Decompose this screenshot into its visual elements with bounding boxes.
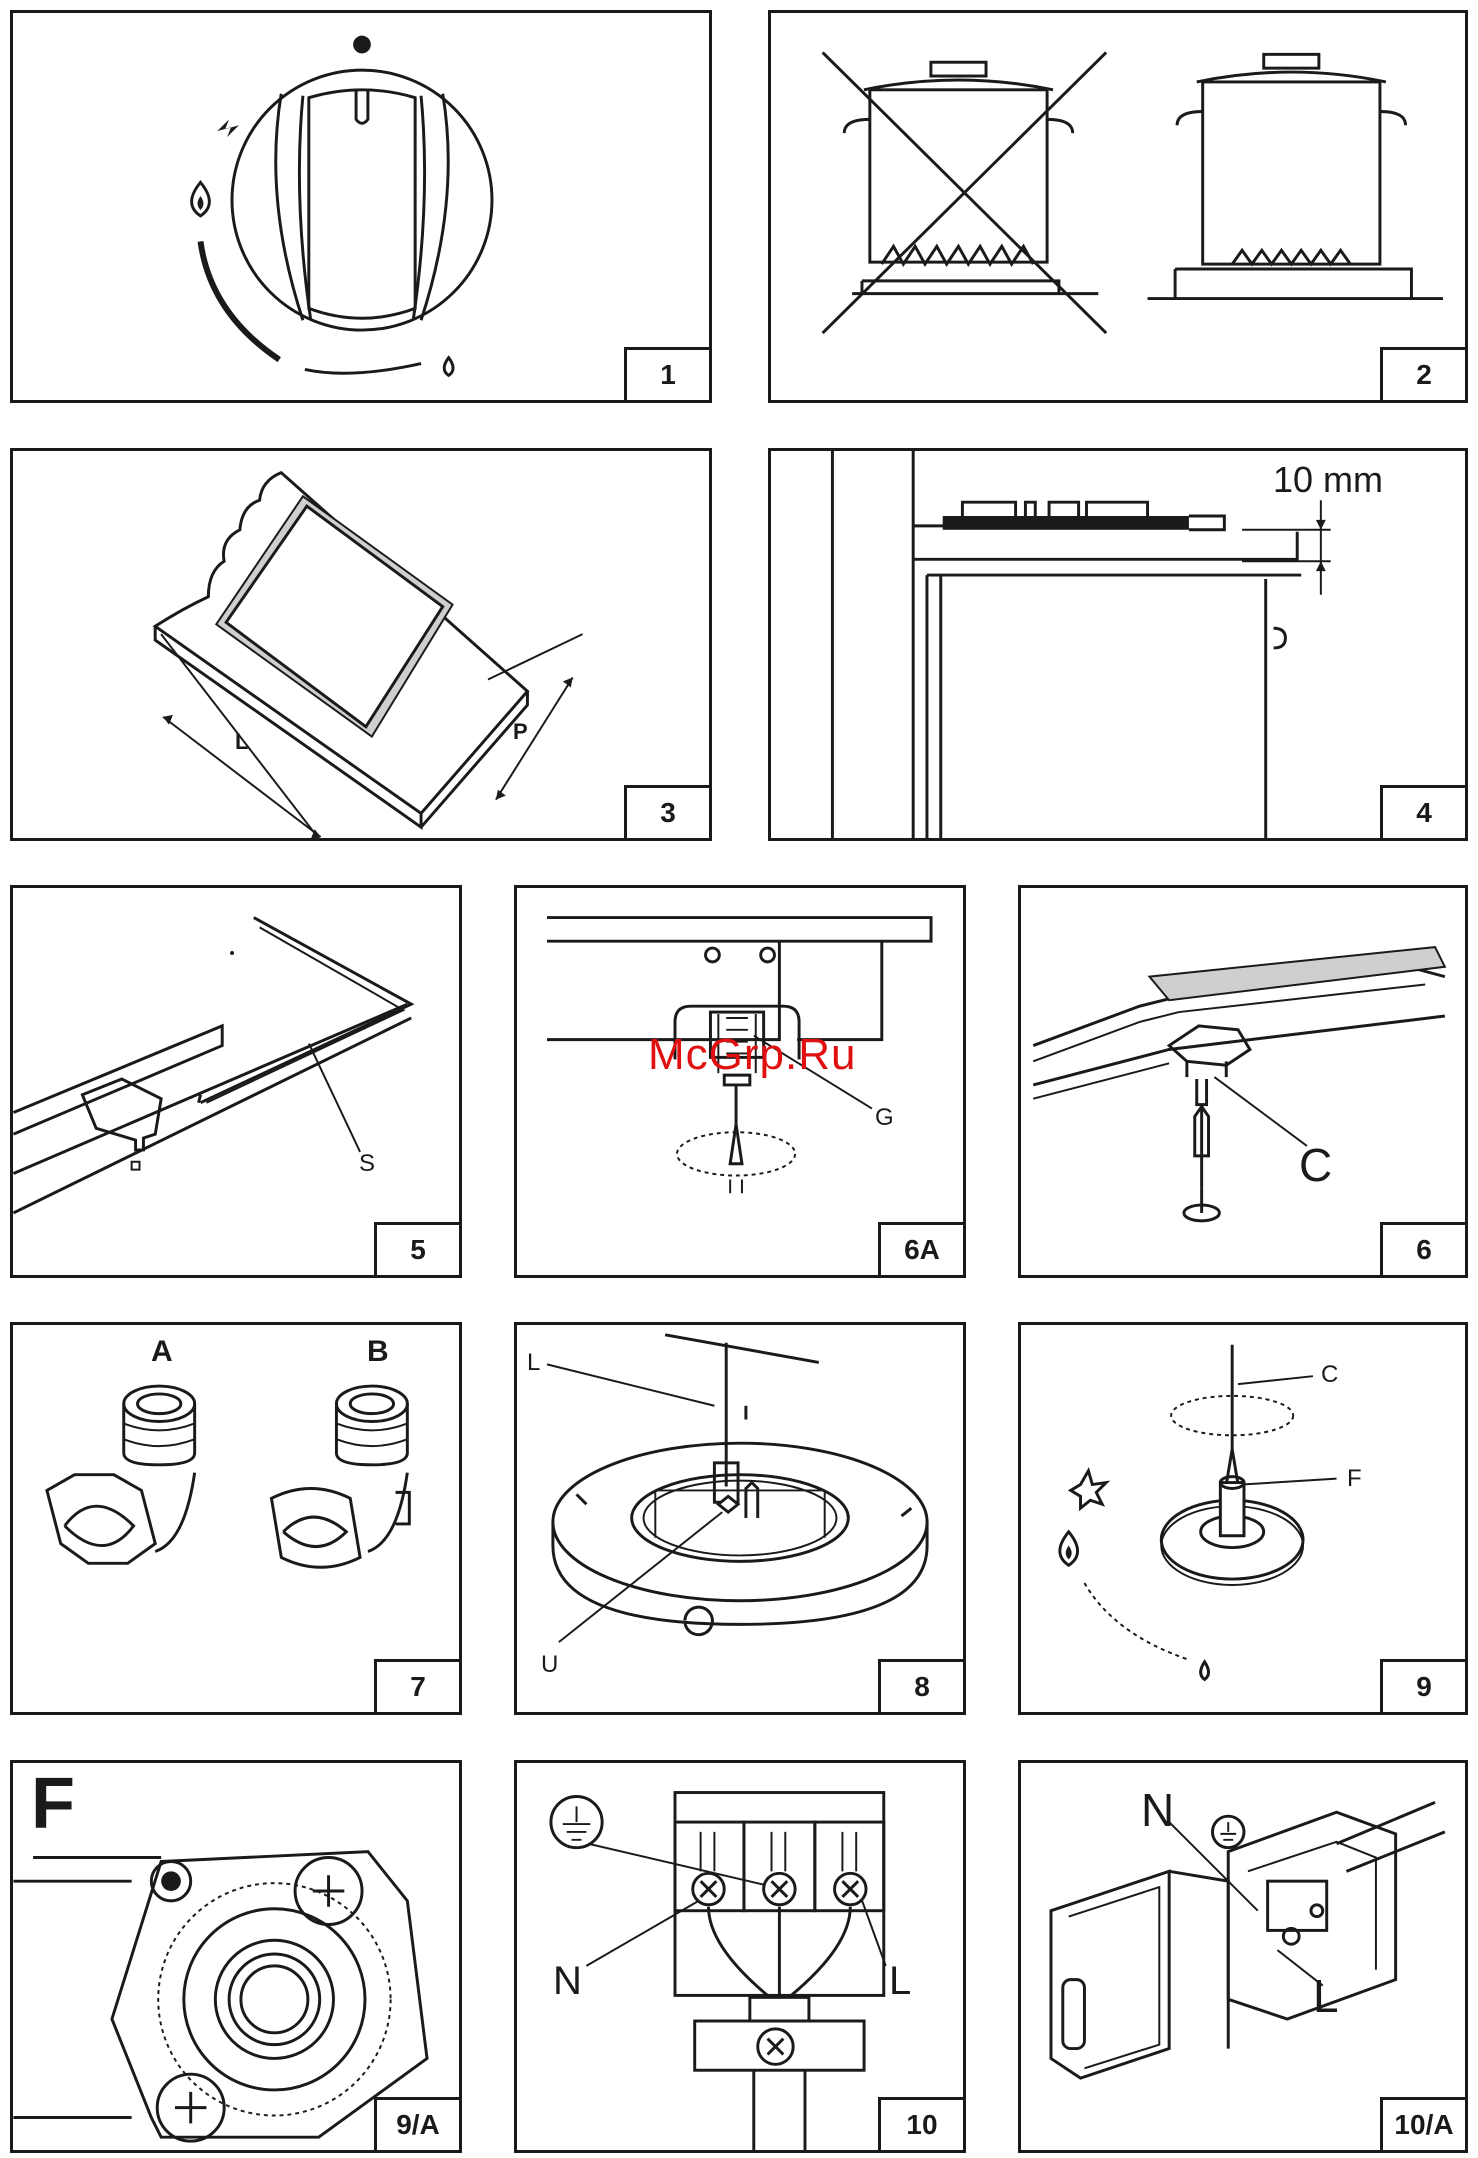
figure-6: C 6 [1018,885,1468,1278]
hob-clamp-diagram [1021,888,1465,1275]
burner-injector-diagram [517,1325,963,1712]
pot-icon [771,13,1465,400]
part-l-label: L [889,1959,911,2004]
figure-9a: F 9/A [10,1760,462,2153]
dimension-10mm-label: 10 mm [1273,459,1383,501]
figure-5: S 5 [10,885,462,1278]
figure-7: A B 7 [10,1322,462,1715]
part-l-label: L [1313,1969,1339,2023]
figure-6a: G 6A [514,885,966,1278]
figure-8: L U 8 [514,1322,966,1715]
part-c-label: C [1299,1138,1332,1192]
figure-number: 3 [624,785,712,841]
part-n-label: N [1141,1783,1174,1837]
figure-number: 2 [1380,347,1468,403]
part-s-label: S [359,1150,375,1178]
part-f-label: F [31,1763,75,1845]
part-g-label: G [875,1104,894,1132]
figure-10a: N L 10/A [1018,1760,1468,2153]
figure-number: 9 [1380,1659,1468,1715]
figure-number: 6A [878,1222,966,1278]
part-f-label: F [1347,1465,1362,1493]
part-c-label: C [1321,1361,1338,1389]
figure-number: 10 [878,2097,966,2153]
figure-number: 9/A [374,2097,462,2153]
figure-4: 10 mm 4 [768,448,1468,841]
figure-number: 6 [1380,1222,1468,1278]
part-l-label: L [527,1349,540,1377]
figure-1: 1 [10,10,712,403]
elbow-fittings-diagram [13,1325,459,1712]
figure-number: 10/A [1380,2097,1468,2153]
terminal-box-diagram [1021,1763,1465,2150]
terminal-block-diagram [517,1763,963,2150]
figure-number: 7 [374,1659,462,1715]
figure-9: C F 9 [1018,1322,1468,1715]
dimension-l-label: L [235,729,248,755]
cabinet-clearance-diagram [771,451,1465,838]
figure-number: 4 [1380,785,1468,841]
part-a-label: A [151,1335,173,1369]
fixing-bracket-diagram [517,888,963,1275]
dimension-p-label: P [513,719,528,745]
part-u-label: U [541,1651,558,1679]
part-b-label: B [367,1335,389,1369]
figure-number: 8 [878,1659,966,1715]
figure-2: 2 [768,10,1468,403]
gas-knob-icon [13,13,709,400]
part-n-label: N [553,1959,582,2004]
figure-number: 1 [624,347,712,403]
seal-diagram [13,888,459,1275]
figure-3: L P 3 [10,448,712,841]
bypass-screw-diagram [1021,1325,1465,1712]
valve-closeup-diagram [13,1763,459,2150]
cutout-diagram [13,451,709,838]
figure-10: N L 10 [514,1760,966,2153]
watermark: McGrp.Ru [648,1030,856,1080]
figure-number: 5 [374,1222,462,1278]
